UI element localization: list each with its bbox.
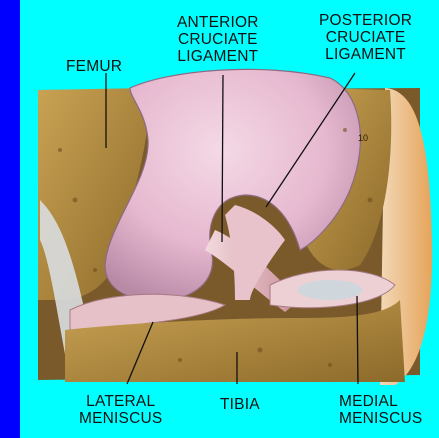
acl-line-2: CRUCIATE bbox=[177, 31, 259, 48]
tibial-plateau-medial bbox=[298, 280, 362, 300]
pcl-line-2: CRUCIATE bbox=[319, 29, 412, 46]
pcl-line-3: LIGAMENT bbox=[319, 46, 412, 63]
medial-line-1: MEDIAL bbox=[339, 393, 422, 410]
label-medial-meniscus: MEDIAL MENISCUS bbox=[339, 393, 422, 427]
acl-line-1: ANTERIOR bbox=[177, 14, 259, 31]
lateral-line-2: MENISCUS bbox=[79, 410, 162, 427]
pcl-line-1: POSTERIOR bbox=[319, 12, 412, 29]
medial-line-2: MENISCUS bbox=[339, 410, 422, 427]
label-tibia: TIBIA bbox=[220, 396, 260, 413]
label-lateral-meniscus: LATERAL MENISCUS bbox=[79, 393, 162, 427]
acl-line-3: LIGAMENT bbox=[177, 48, 259, 65]
label-anterior-cruciate-ligament: ANTERIOR CRUCIATE LIGAMENT bbox=[177, 14, 259, 65]
lateral-line-1: LATERAL bbox=[79, 393, 162, 410]
label-posterior-cruciate-ligament: POSTERIOR CRUCIATE LIGAMENT bbox=[319, 12, 412, 63]
illustration-number: 10 bbox=[358, 133, 368, 143]
label-femur: FEMUR bbox=[66, 58, 122, 75]
